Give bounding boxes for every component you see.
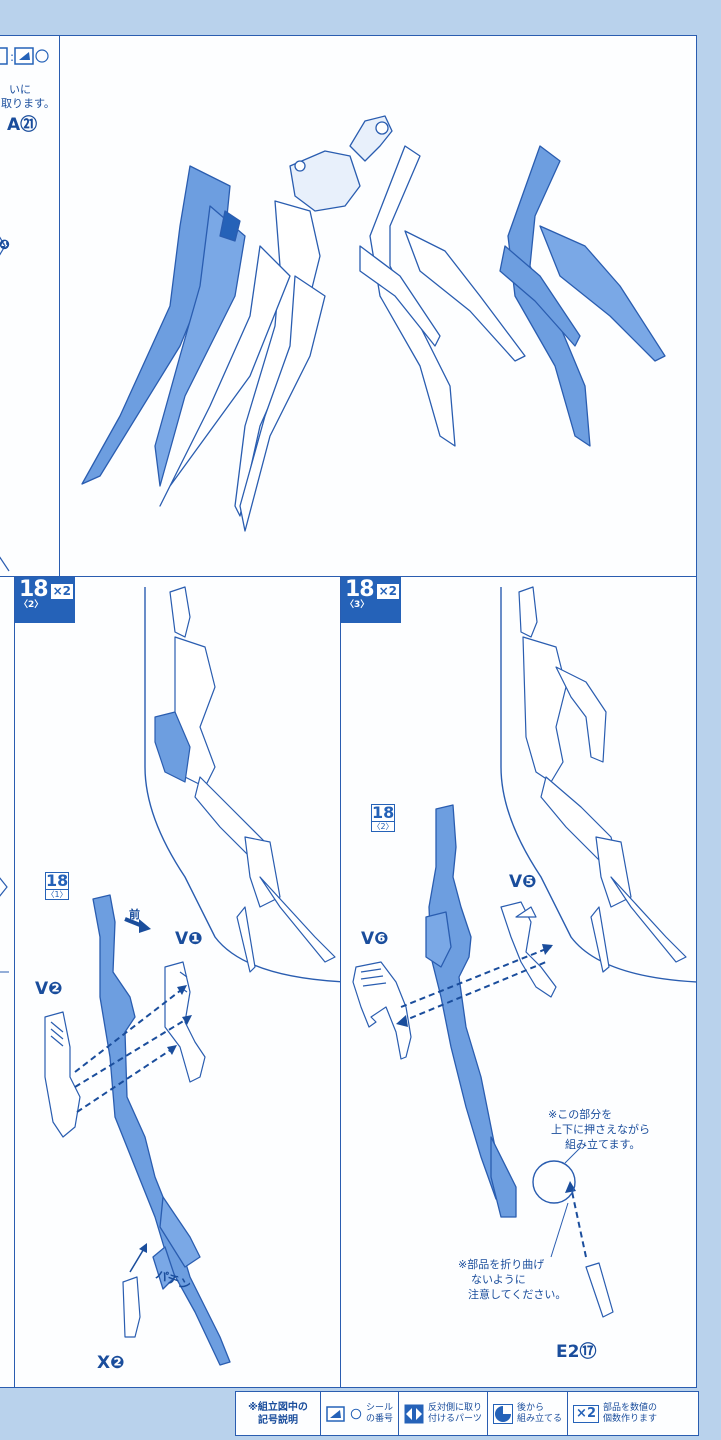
step-sub-number: 〈3〉 bbox=[345, 600, 370, 610]
multiplier-badge: ×2 bbox=[50, 584, 74, 599]
wings-illustration-panel bbox=[59, 35, 697, 577]
top-left-note-1: いに bbox=[9, 83, 31, 96]
ref-badge-18-2: 18 〈2〉 bbox=[371, 803, 395, 832]
sticker-box-icon bbox=[0, 47, 8, 65]
part-label-e2-17: E2⑰ bbox=[556, 1342, 597, 1362]
legend-item-sticker: シールの番号 bbox=[321, 1392, 400, 1435]
step-18-2-panel: 18 ×2 〈2〉 bbox=[14, 576, 341, 1388]
part-label-v2: V❷ bbox=[35, 979, 63, 999]
part-v1-drawing bbox=[164, 961, 206, 1083]
part-x2-drawing bbox=[122, 1276, 141, 1338]
part-label-a21: A㉑ bbox=[7, 115, 38, 135]
assemble-later-icon bbox=[493, 1403, 514, 1424]
multiply-icon: ×2 bbox=[573, 1404, 599, 1423]
step-18-3-illustration bbox=[352, 586, 696, 1318]
part-label-v5: V❺ bbox=[509, 872, 537, 892]
front-label: 前 bbox=[129, 908, 140, 921]
note-bend-line-2: ないように bbox=[471, 1273, 526, 1286]
legend-title: ※組立図中の記号説明 bbox=[236, 1392, 321, 1435]
part-e2-17-drawing bbox=[585, 1262, 614, 1318]
part-label-v1: V❶ bbox=[175, 929, 203, 949]
sticker-circle-icon bbox=[35, 49, 49, 63]
symbol-legend: ※組立図中の記号説明 シールの番号 反対側に取り付けるパーツ bbox=[235, 1391, 699, 1436]
top-left-note-2: 取ります。 bbox=[1, 97, 55, 110]
sticker-icons: : bbox=[0, 47, 49, 572]
step-18-2-illustration bbox=[44, 586, 340, 1366]
note-do-not-bend: ※部品を折り曲げ bbox=[458, 1258, 545, 1271]
part-v6-drawing bbox=[352, 961, 412, 1060]
part-label-v6: V❻ bbox=[361, 929, 389, 949]
sticker-circle-icon bbox=[350, 1408, 362, 1419]
part-fragment: ❹ bbox=[0, 238, 11, 253]
step-badge: 18 ×2 〈3〉 bbox=[341, 577, 401, 623]
note-press-while-assembling: ※この部分を bbox=[548, 1108, 613, 1121]
note-press-line-2: 上下に押さえながら bbox=[551, 1123, 650, 1136]
part-v2-drawing bbox=[44, 1011, 81, 1138]
top-left-panel: : いに 取ります。 A㉑ ❹ bbox=[0, 35, 60, 577]
part-label-x2: X❷ bbox=[97, 1353, 125, 1373]
part-v5-drawing bbox=[500, 901, 557, 998]
legend-item-mirror: 反対側に取り付けるパーツ bbox=[399, 1392, 489, 1435]
ref-badge-18-1: 18 〈1〉 bbox=[45, 871, 69, 900]
step-number: 18 bbox=[345, 577, 375, 602]
wings-illustration bbox=[81, 115, 666, 532]
callout-circle bbox=[532, 1160, 576, 1204]
step-18-3-panel: 18 ×2 〈3〉 bbox=[340, 576, 697, 1388]
note-bend-line-3: 注意してください。 bbox=[468, 1288, 567, 1301]
svg-text::: : bbox=[10, 50, 14, 64]
step-badge: 18 ×2 〈2〉 bbox=[15, 577, 75, 623]
sticker-icon bbox=[326, 1405, 345, 1422]
step-number: 18 bbox=[19, 577, 49, 602]
mirror-arrows-icon bbox=[404, 1404, 424, 1423]
note-press-line-3: 組み立てます。 bbox=[565, 1138, 641, 1151]
legend-item-multiply: ×2 部品を数値の個数作ります bbox=[568, 1392, 662, 1435]
legend-item-assemble-later: 後から組み立てる bbox=[488, 1392, 569, 1435]
step-sub-number: 〈2〉 bbox=[19, 600, 44, 610]
left-edge-panel bbox=[0, 576, 15, 1388]
multiplier-badge: ×2 bbox=[376, 584, 400, 599]
